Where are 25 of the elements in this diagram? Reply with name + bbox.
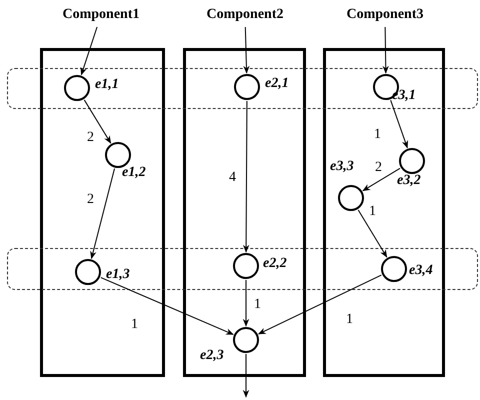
arrow bbox=[358, 209, 388, 258]
event-label: e3,4 bbox=[409, 264, 433, 278]
arrow bbox=[382, 26, 389, 74]
arrow bbox=[242, 280, 250, 327]
event-label: e2,2 bbox=[263, 257, 287, 271]
event-label: e2,3 bbox=[200, 349, 224, 363]
event-label: e1,3 bbox=[106, 268, 130, 282]
arrow bbox=[362, 168, 401, 192]
component-label: Component1 bbox=[50, 5, 152, 25]
event-label: e1,2 bbox=[122, 166, 146, 180]
arrow bbox=[390, 100, 408, 149]
event-label: e2,1 bbox=[265, 77, 289, 91]
event-label: e1,1 bbox=[95, 78, 119, 92]
event-label: e3,3 bbox=[330, 160, 354, 174]
arrow bbox=[242, 100, 250, 253]
component-label: Component2 bbox=[194, 5, 296, 25]
event-label: e3,2 bbox=[397, 174, 421, 188]
arrow bbox=[84, 99, 112, 144]
arrow bbox=[242, 354, 250, 398]
arrow bbox=[90, 168, 116, 260]
arrow bbox=[258, 274, 382, 334]
arrow bbox=[100, 277, 234, 335]
arrow bbox=[243, 26, 250, 74]
arrow bbox=[80, 26, 98, 76]
component-label: Component3 bbox=[334, 5, 436, 25]
